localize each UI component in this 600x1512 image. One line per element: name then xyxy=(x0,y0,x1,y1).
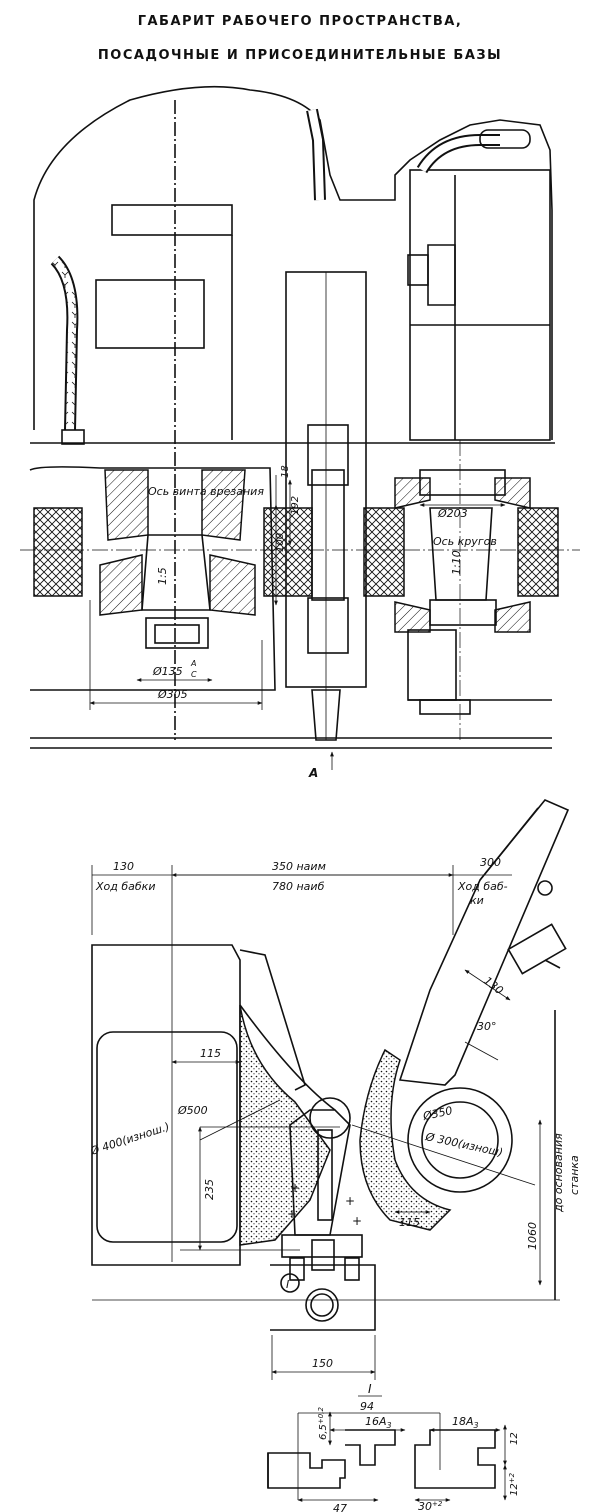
label-stroke-left: Ход бабки xyxy=(95,880,155,893)
detail-i: I 94 16A3 18A3 6,5+0,2 12 12+2 47 30+2 xyxy=(267,1382,520,1512)
dim-d500: Ø500 xyxy=(177,1104,208,1117)
top-section-view: Ось винта врезания Ось кругов Ø135 A C Ø… xyxy=(20,85,580,780)
dim-12-bottom: 12+2 xyxy=(508,1472,520,1496)
taper-left: 1:5 xyxy=(156,567,169,585)
dim-47: 47 xyxy=(333,1502,347,1512)
label-screw-axis: Ось винта врезания xyxy=(148,485,264,498)
detail-title: I xyxy=(368,1382,372,1396)
dim-d135: Ø135 xyxy=(152,665,183,678)
dim-d135-fit-bottom: C xyxy=(191,670,197,679)
angle-30: 30° xyxy=(477,1020,497,1033)
bottom-view-a: 130 Ход бабки 350 наим 780 наиб 300 Ход … xyxy=(88,799,581,1380)
svg-text:+: + xyxy=(287,1207,297,1221)
dim-12-top: 12 xyxy=(509,1432,520,1445)
dim-130-right: 130 xyxy=(481,974,506,997)
dim-d400: Ø 400(изнош.) xyxy=(88,1120,171,1158)
dim-d305: Ø305 xyxy=(157,688,188,701)
dim-115-left: 115 xyxy=(200,1047,221,1060)
label-wheels-axis: Ось кругов xyxy=(433,535,497,548)
dim-6-5: 6,5+0,2 xyxy=(317,1407,329,1440)
dim-115-right: 115 xyxy=(399,1216,420,1229)
dim-d203: Ø203 xyxy=(437,507,468,520)
dim-1060: 1060 xyxy=(526,1222,539,1250)
dim-150: 150 xyxy=(312,1357,333,1370)
drawing-title-line-2: ПОСАДОЧНЫЕ И ПРИСОЕДИНИТЕЛЬНЫЕ БАЗЫ xyxy=(97,48,503,63)
svg-text:+: + xyxy=(352,1214,362,1228)
dim-235: 235 xyxy=(203,1179,216,1200)
taper-right: 1:10 xyxy=(450,550,463,575)
dim-780: 780 наиб xyxy=(272,880,325,893)
dim-130-left: 130 xyxy=(113,860,134,873)
svg-text:+: + xyxy=(345,1194,355,1208)
dim-18: 18 xyxy=(280,465,291,478)
label-base-1: до основания xyxy=(552,1133,565,1213)
label-stroke-right-1: Ход баб- xyxy=(457,880,508,893)
dim-30: 30+2 xyxy=(418,1500,443,1512)
dim-d350: Ø350 xyxy=(421,1104,454,1123)
view-arrow-label: A xyxy=(308,766,318,780)
dim-d135-fit-top: A xyxy=(190,659,196,668)
detail-scale: 94 xyxy=(360,1400,374,1413)
dim-350: 350 наим xyxy=(272,860,326,873)
dim-16a3: 16A3 xyxy=(365,1415,392,1430)
label-base-2: станка xyxy=(568,1155,581,1195)
dim-192: 192 xyxy=(290,496,301,515)
callout-1: I xyxy=(286,1278,289,1291)
dim-18a3: 18A3 xyxy=(452,1415,479,1430)
dim-100: 100 xyxy=(275,533,286,552)
drawing-title-line-1: ГАБАРИТ РАБОЧЕГО ПРОСТРАНСТВА, xyxy=(137,14,463,29)
label-stroke-right-2: ки xyxy=(470,894,484,907)
dim-d300: Ø 300(изнош) xyxy=(423,1130,504,1159)
svg-text:+: + xyxy=(290,1181,300,1195)
